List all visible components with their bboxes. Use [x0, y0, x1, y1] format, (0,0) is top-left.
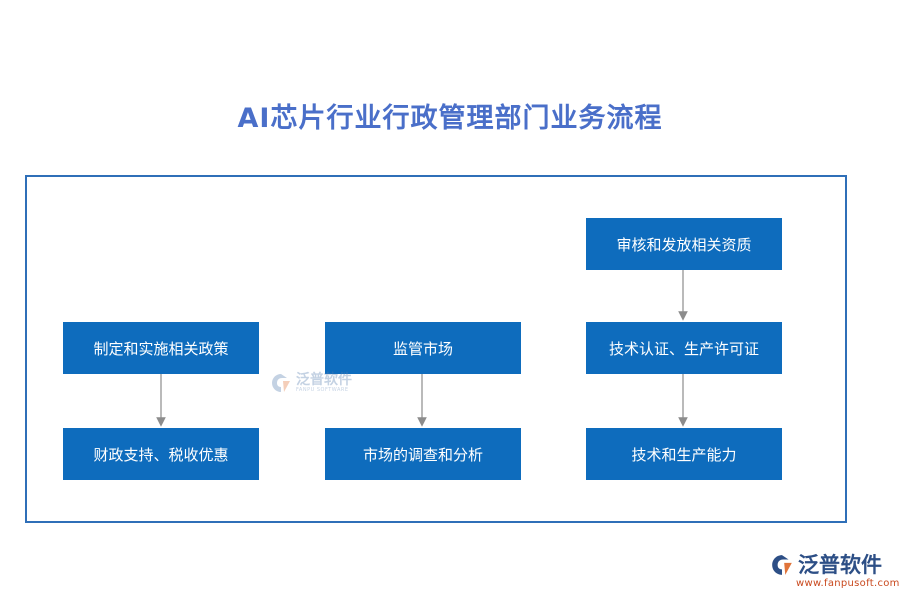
- node-capability: 技术和生产能力: [586, 428, 782, 480]
- node-policy: 制定和实施相关政策: [63, 322, 259, 374]
- node-finance: 财政支持、税收优惠: [63, 428, 259, 480]
- diagram-frame: [25, 175, 847, 523]
- node-research: 市场的调查和分析: [325, 428, 521, 480]
- brand-url[interactable]: www.fanpusoft.com: [796, 578, 900, 589]
- node-review: 审核和发放相关资质: [586, 218, 782, 270]
- watermark-name: 泛普软件: [296, 371, 352, 388]
- fanpu-logo-icon: [772, 555, 792, 575]
- watermark-english: FANPU SOFTWARE: [296, 386, 349, 393]
- brand-logo: 泛普软件 www.fanpusoft.com: [770, 553, 899, 589]
- fanpu-logo-icon: [272, 374, 290, 392]
- diagram-title: AI芯片行业行政管理部门业务流程: [237, 103, 663, 134]
- node-cert: 技术认证、生产许可证: [586, 322, 782, 374]
- brand-name: 泛普软件: [798, 553, 882, 577]
- node-supervise: 监管市场: [325, 322, 521, 374]
- center-watermark: 泛普软件 FANPU SOFTWARE: [270, 372, 352, 394]
